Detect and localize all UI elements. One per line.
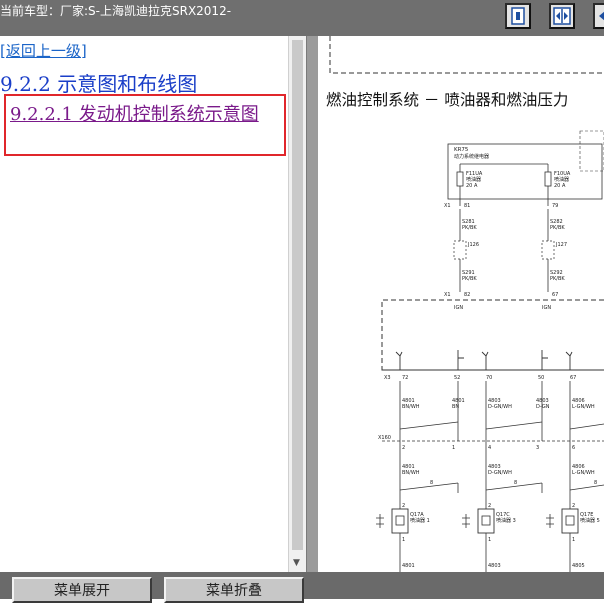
injector-1-id: Q17A bbox=[410, 512, 424, 518]
wire-3-circuit: 4803 bbox=[488, 398, 501, 404]
single-pane-button[interactable] bbox=[505, 3, 531, 29]
scrollbar-thumb[interactable] bbox=[292, 40, 303, 550]
menu-scrollbar[interactable]: ▼ bbox=[288, 36, 307, 572]
inline-pin-6: 6 bbox=[572, 445, 575, 451]
bottom-circuit-3: 4805 bbox=[572, 563, 585, 569]
lower-wire-2-circuit: 4803 bbox=[488, 464, 501, 470]
injector-5-name: 喷油器 5 bbox=[580, 517, 600, 524]
injector-5-id: Q17E bbox=[580, 512, 593, 518]
splice-s292-color: PK/BK bbox=[550, 276, 565, 282]
fuse-1-name: 喷油器 bbox=[466, 176, 481, 183]
bottom-circuit-2: 4803 bbox=[488, 563, 501, 569]
wire-2-circuit: 4801 bbox=[452, 398, 465, 404]
scroll-down-icon[interactable]: ▼ bbox=[293, 558, 300, 568]
inline-pin-3: 3 bbox=[536, 445, 539, 451]
ign-label-1: IGN bbox=[454, 305, 463, 311]
lower-wire-1-circuit: 4801 bbox=[402, 464, 415, 470]
vehicle-title: 当前车型：厂家:S-上海凯迪拉克SRX2012- bbox=[0, 4, 232, 18]
fuse-2-rating: 20 A bbox=[554, 183, 566, 189]
inline-connector-x160: X160 bbox=[378, 435, 391, 441]
fuse-1-rating: 20 A bbox=[466, 183, 478, 189]
connector-x3: X3 bbox=[384, 375, 391, 381]
segment-count-2: 8 bbox=[514, 480, 517, 486]
injector-3-name: 喷油器 3 bbox=[496, 517, 516, 524]
left-pane-icon bbox=[599, 11, 604, 21]
left-pane-button[interactable] bbox=[593, 3, 604, 29]
split-pane-button[interactable] bbox=[549, 3, 575, 29]
diagram-title: 燃油控制系统 － 喷油器和燃油压力 bbox=[326, 91, 569, 109]
splice-s281: S281 bbox=[462, 219, 475, 225]
splice-s291: S291 bbox=[462, 270, 475, 276]
connector-pin-52: 52 bbox=[454, 375, 460, 381]
bottom-circuit-1: 4801 bbox=[402, 563, 415, 569]
wire-1-circuit: 4801 bbox=[402, 398, 415, 404]
wire-3-color: D-GN/WH bbox=[488, 404, 512, 410]
lower-wire-1-color: BN/WH bbox=[402, 470, 420, 476]
menu-expand-button[interactable]: 菜单展开 bbox=[12, 577, 152, 603]
menu-pane: [返回上一级] 9.2.2 示意图和布线图 9.2.2.1 发动机控制系统示意图 bbox=[0, 36, 306, 572]
ign-pin-x1: X1 bbox=[444, 292, 451, 298]
wire-4-circuit: 4803 bbox=[536, 398, 549, 404]
connector-pin-67: 67 bbox=[570, 375, 576, 381]
back-link[interactable]: [返回上一级] bbox=[0, 42, 87, 60]
fuse-pin-81: 81 bbox=[464, 203, 470, 209]
connector-pin-72: 72 bbox=[402, 375, 408, 381]
relay-name: 动力系统继电器 bbox=[454, 153, 489, 160]
diagram-pane: 燃油控制系统 － 喷油器和燃油压力 KR75 动力系统继电器 F11UA 喷油器… bbox=[318, 36, 604, 572]
selected-item-highlight bbox=[4, 94, 286, 156]
junction-j126: J126 bbox=[467, 242, 479, 248]
splice-s281-color: PK/BK bbox=[462, 225, 477, 231]
segment-count-3: 8 bbox=[594, 480, 597, 486]
fuse-1-id: F11UA bbox=[466, 171, 483, 177]
menu-item-engine-control-schematic[interactable]: 9.2.2.1 发动机控制系统示意图 bbox=[10, 104, 259, 125]
svg-text:1: 1 bbox=[402, 537, 405, 543]
wiring-diagram: KR75 动力系统继电器 F11UA 喷油器 20 A F10UA 喷油器 20… bbox=[329, 36, 604, 572]
split-pane-icon bbox=[553, 7, 571, 25]
fuse-2-name: 喷油器 bbox=[554, 176, 569, 183]
ign-pin-82: 82 bbox=[464, 292, 470, 298]
ign-pin-67: 67 bbox=[552, 292, 558, 298]
splice-s282: S282 bbox=[550, 219, 563, 225]
section-heading[interactable]: 9.2.2 示意图和布线图 bbox=[0, 72, 198, 96]
single-pane-icon bbox=[511, 7, 525, 25]
splice-s291-color: PK/BK bbox=[462, 276, 477, 282]
title-bar: 当前车型：厂家:S-上海凯迪拉克SRX2012- bbox=[0, 0, 604, 36]
svg-text:2: 2 bbox=[488, 503, 491, 509]
injector-3-id: Q17C bbox=[496, 512, 510, 518]
segment-count-1: 8 bbox=[430, 480, 433, 486]
fuse-pin-x1: X1 bbox=[444, 203, 451, 209]
inline-pin-1: 1 bbox=[452, 445, 455, 451]
connector-pin-70: 70 bbox=[486, 375, 492, 381]
lower-wire-2-color: D-GN/WH bbox=[488, 470, 512, 476]
wire-5-circuit: 4806 bbox=[572, 398, 585, 404]
wire-2-color: BN bbox=[452, 404, 459, 410]
wire-4-color: D-GN bbox=[536, 404, 550, 410]
fuse-2-id: F10UA bbox=[554, 171, 571, 177]
svg-text:1: 1 bbox=[572, 537, 575, 543]
ign-label-2: IGN bbox=[542, 305, 551, 311]
lower-wire-3-circuit: 4806 bbox=[572, 464, 585, 470]
footer-bar: 菜单展开 菜单折叠 bbox=[0, 572, 604, 603]
menu-collapse-button[interactable]: 菜单折叠 bbox=[164, 577, 304, 603]
wire-5-color: L-GN/WH bbox=[572, 404, 595, 410]
inline-pin-2: 2 bbox=[402, 445, 405, 451]
splice-s282-color: PK/BK bbox=[550, 225, 565, 231]
lower-wire-3-color: L-GN/WH bbox=[572, 470, 595, 476]
connector-pin-50: 50 bbox=[538, 375, 544, 381]
wire-1-color: BN/WH bbox=[402, 404, 420, 410]
svg-text:1: 1 bbox=[488, 537, 491, 543]
inline-pin-4: 4 bbox=[488, 445, 491, 451]
junction-j127: J127 bbox=[555, 242, 567, 248]
svg-text:2: 2 bbox=[572, 503, 575, 509]
svg-text:2: 2 bbox=[402, 503, 405, 509]
splice-s292: S292 bbox=[550, 270, 563, 276]
injector-1-name: 喷油器 1 bbox=[410, 517, 430, 524]
relay-id: KR75 bbox=[454, 147, 469, 153]
fuse-pin-79: 79 bbox=[552, 203, 558, 209]
